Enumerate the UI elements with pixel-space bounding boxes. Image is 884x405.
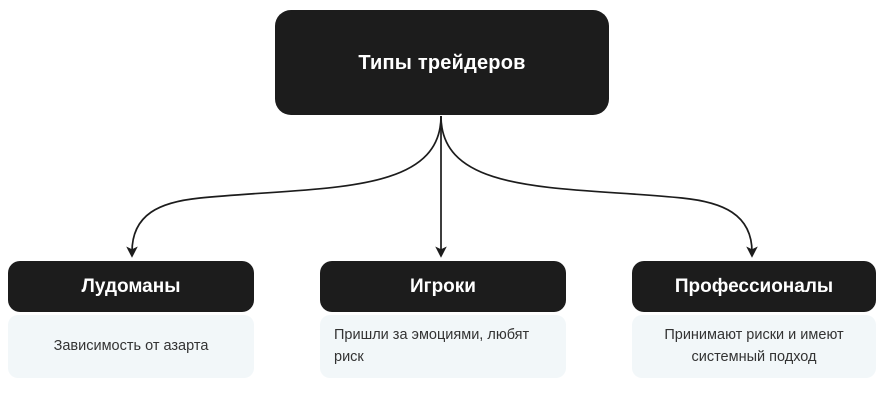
node-card-ludomany[interactable]: Лудоманы Зависимость от азарта xyxy=(8,261,254,378)
node-header-professionaly[interactable]: Профессионалы xyxy=(632,261,876,312)
node-card-igroki[interactable]: Игроки Пришли за эмоциями, любят риск xyxy=(320,261,566,378)
node-body-label-igroki: Пришли за эмоциями, любят риск xyxy=(334,327,530,365)
connector-root-to-professionaly xyxy=(440,115,758,258)
node-root-label: Типы трейдеров xyxy=(358,51,526,74)
connector-root-to-ludomany xyxy=(126,115,442,258)
node-body-label-ludomany: Зависимость от азарта xyxy=(53,337,209,354)
node-header-igroki[interactable]: Игроки xyxy=(320,261,566,312)
node-card-professionaly[interactable]: Профессионалы Принимают риски и имеют си… xyxy=(632,261,876,378)
node-body-igroki: Пришли за эмоциями, любят риск xyxy=(320,315,566,378)
node-root[interactable]: Типы трейдеров xyxy=(275,10,609,115)
node-body-professionaly: Принимают риски и имеют системный подход xyxy=(632,315,876,378)
node-body-label-professionaly: Принимают риски и имеют системный подход xyxy=(664,327,844,365)
node-body-ludomany: Зависимость от азарта xyxy=(8,315,254,378)
node-header-ludomany[interactable]: Лудоманы xyxy=(8,261,254,312)
node-header-label-igroki: Игроки xyxy=(410,275,476,297)
node-header-label-professionaly: Профессионалы xyxy=(674,275,834,297)
node-header-label-ludomany: Лудоманы xyxy=(81,275,181,297)
